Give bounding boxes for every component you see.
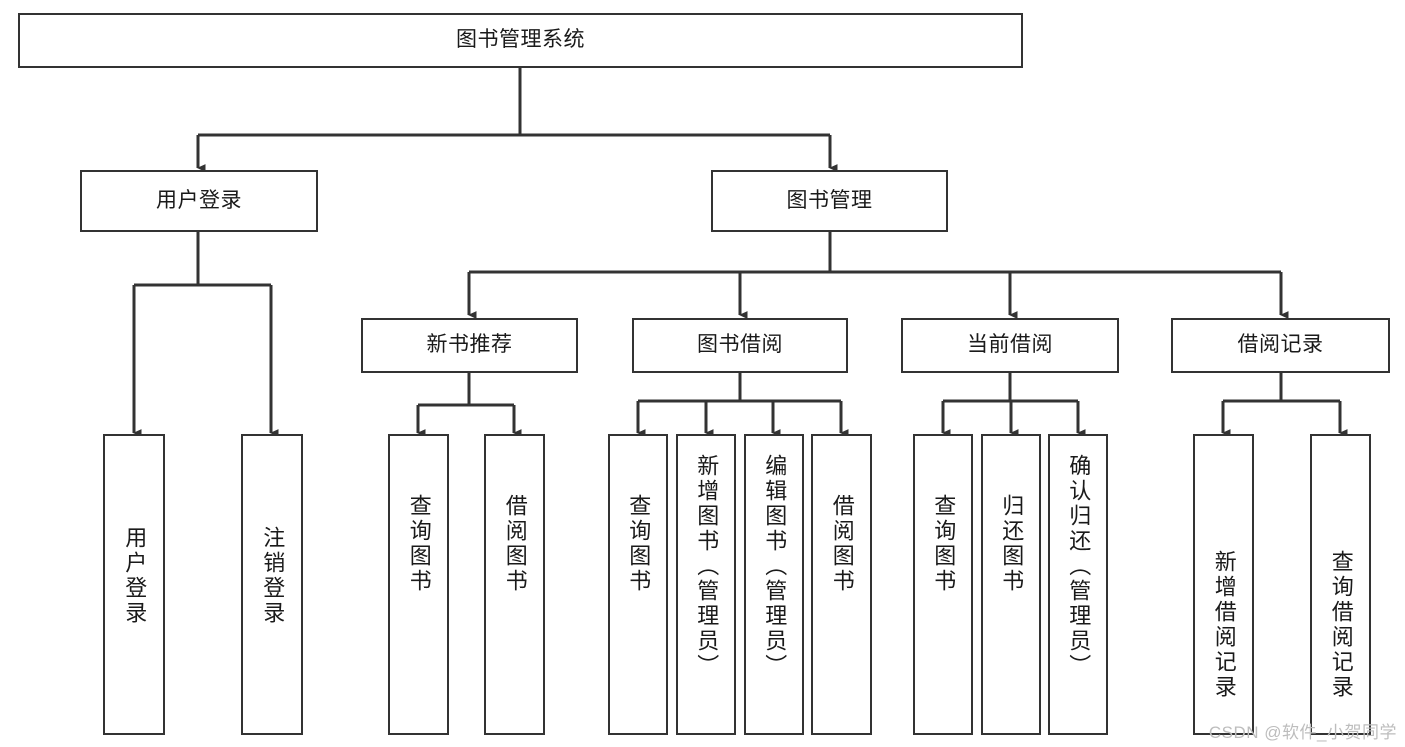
csdn-watermark: CSDN @软件_小贺同学 (1208, 723, 1397, 742)
node-leaf-borrow-query-label: 查询图书 (626, 494, 652, 594)
node-book-management-label: 图书管理 (786, 188, 873, 212)
node-leaf-user-login[interactable]: 用户登录 (103, 434, 165, 735)
node-new-book-recommend[interactable]: 新书推荐 (361, 318, 578, 373)
node-leaf-edit-book[interactable]: 编辑图书（管理员） (744, 434, 804, 735)
node-leaf-add-book[interactable]: 新增图书（管理员） (676, 434, 736, 735)
node-root[interactable]: 图书管理系统 (18, 13, 1023, 68)
node-current-borrow-label: 当前借阅 (967, 333, 1053, 357)
node-leaf-query-record-label: 查询借阅记录 (1328, 550, 1354, 700)
node-current-borrow[interactable]: 当前借阅 (901, 318, 1119, 373)
node-book-management[interactable]: 图书管理 (711, 170, 948, 232)
node-leaf-return-book-label: 归还图书 (999, 494, 1025, 594)
node-leaf-return-book[interactable]: 归还图书 (981, 434, 1041, 735)
node-leaf-logout-label: 注销登录 (260, 526, 286, 626)
node-leaf-newbook-query-label: 查询图书 (406, 494, 432, 594)
node-new-book-recommend-label: 新书推荐 (426, 333, 513, 357)
node-leaf-borrow-book-label: 借阅图书 (829, 494, 855, 594)
node-leaf-query-record[interactable]: 查询借阅记录 (1310, 434, 1371, 735)
node-leaf-newbook-query[interactable]: 查询图书 (388, 434, 449, 735)
node-leaf-logout[interactable]: 注销登录 (241, 434, 303, 735)
node-leaf-confirm-return-label: 确认归还（管理员） (1066, 454, 1092, 679)
node-leaf-add-record-label: 新增借阅记录 (1211, 550, 1237, 700)
node-leaf-edit-book-label: 编辑图书（管理员） (762, 454, 788, 679)
node-leaf-newbook-borrow[interactable]: 借阅图书 (484, 434, 545, 735)
node-user-login[interactable]: 用户登录 (80, 170, 318, 232)
node-book-borrow[interactable]: 图书借阅 (632, 318, 848, 373)
node-leaf-borrow-book[interactable]: 借阅图书 (811, 434, 872, 735)
node-leaf-confirm-return[interactable]: 确认归还（管理员） (1048, 434, 1108, 735)
node-leaf-add-book-label: 新增图书（管理员） (694, 454, 720, 679)
node-leaf-current-query[interactable]: 查询图书 (913, 434, 973, 735)
node-leaf-borrow-query[interactable]: 查询图书 (608, 434, 668, 735)
node-leaf-add-record[interactable]: 新增借阅记录 (1193, 434, 1254, 735)
node-leaf-user-login-label: 用户登录 (122, 526, 148, 626)
node-root-label: 图书管理系统 (456, 28, 585, 52)
node-user-login-label: 用户登录 (156, 188, 242, 212)
node-book-borrow-label: 图书借阅 (697, 333, 783, 357)
node-borrow-records[interactable]: 借阅记录 (1171, 318, 1390, 373)
node-leaf-newbook-borrow-label: 借阅图书 (502, 494, 528, 594)
node-borrow-records-label: 借阅记录 (1237, 333, 1324, 357)
node-leaf-current-query-label: 查询图书 (931, 494, 957, 594)
